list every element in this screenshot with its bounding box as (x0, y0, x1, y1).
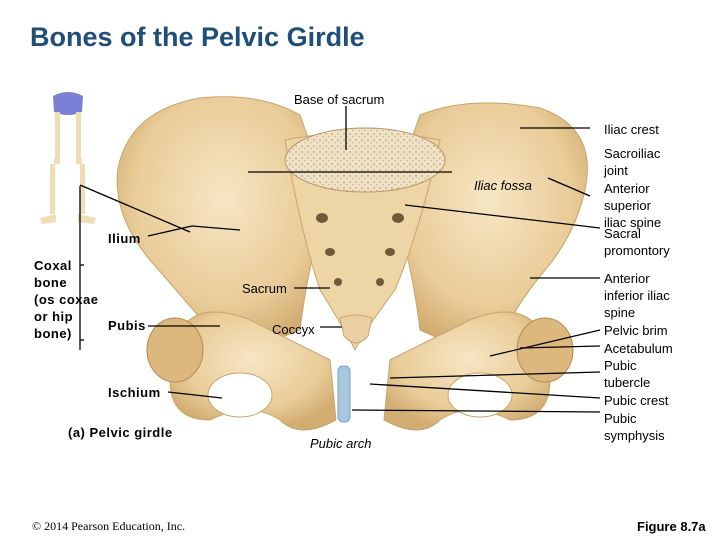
leader-lines (79, 106, 601, 413)
label-pubic-crest: Pubic crest (604, 393, 669, 408)
label-coccyx: Coccyx (272, 322, 315, 337)
label-pelvic-brim: Pelvic brim (604, 323, 668, 338)
label-ischium: Ischium (108, 385, 161, 400)
panel-caption: (a) Pelvic girdle (68, 425, 173, 440)
skeleton-thumbnail (40, 92, 96, 224)
label-sacroiliac-joint: Sacroiliac joint (604, 146, 661, 178)
label-ilium: Ilium (108, 231, 141, 246)
label-pubic-tubercle: Pubic tubercle (604, 358, 651, 390)
pelvis-bone (116, 96, 588, 431)
label-acetabulum: Acetabulum (604, 341, 673, 356)
label-anterior-superior-iliac-spine: Anterior superior iliac spine (604, 181, 662, 230)
figure-number: Figure 8.7a (637, 519, 706, 534)
label-anterior-inferior-iliac-spine: Anterior inferior iliac spine (604, 271, 670, 320)
label-iliac-crest: Iliac crest (604, 122, 659, 137)
label-sacrum: Sacrum (242, 281, 287, 296)
label-iliac-fossa: Iliac fossa (474, 178, 532, 193)
label-base-of-sacrum: Base of sacrum (294, 92, 385, 107)
label-pubic-arch: Pubic arch (310, 436, 372, 451)
label-pubis: Pubis (108, 318, 146, 333)
label-pubic-symphysis: Pubic symphysis (604, 411, 665, 443)
copyright-notice: © 2014 Pearson Education, Inc. (32, 519, 186, 533)
page-title: Bones of the Pelvic Girdle (30, 22, 365, 52)
label-coxal-bone: Coxal bone (os coxae or hip bone) (34, 258, 99, 341)
label-sacral-promontory: Sacral promontory (604, 226, 670, 258)
